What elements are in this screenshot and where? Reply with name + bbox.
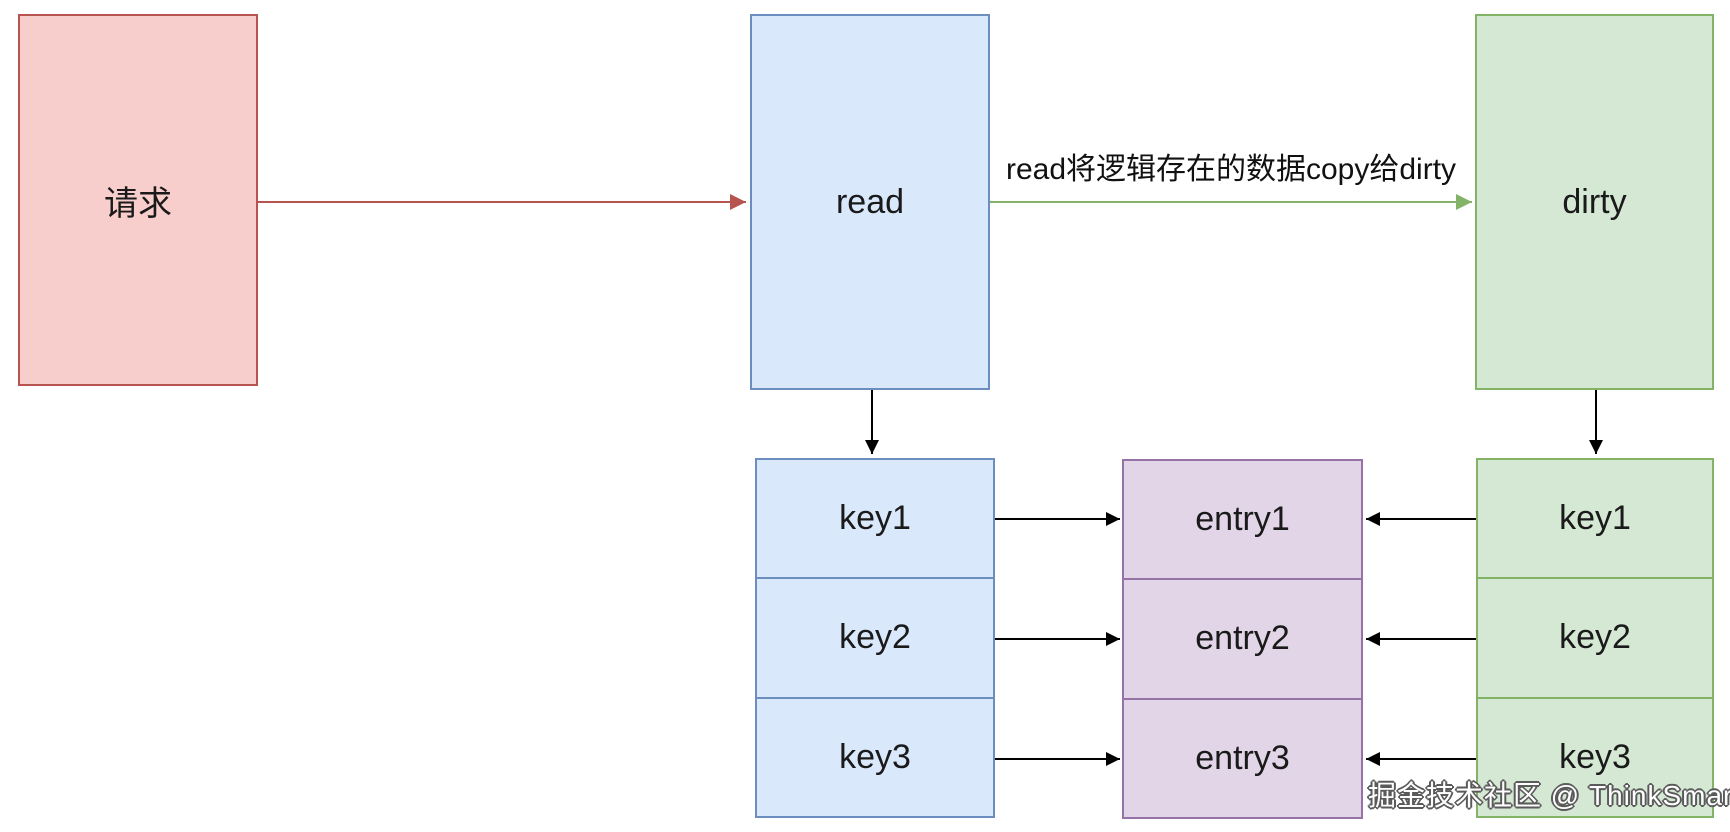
entry-cell-1: entry1 [1195, 500, 1290, 539]
read-key-cell-3: key3 [757, 696, 993, 816]
entries-list: entry1 entry2 entry3 [1122, 459, 1363, 819]
request-node-label: 请求 [104, 184, 172, 223]
read-node: read [750, 14, 990, 390]
entry-cell-2: entry2 [1124, 578, 1361, 697]
request-node: 请求 [18, 14, 258, 386]
read-keys-list: key1 key2 key3 [755, 458, 995, 818]
dirty-node: dirty [1475, 14, 1714, 390]
dirty-key-cell-3: key3 [1478, 696, 1712, 816]
dirty-key-cell-2: key2 [1478, 577, 1712, 696]
read-to-dirty-edge-label: read将逻辑存在的数据copy给dirty [1005, 153, 1457, 186]
read-key-cell-1: key1 [839, 499, 911, 538]
entry-cell-3: entry3 [1124, 697, 1361, 817]
read-key-cell-2: key2 [757, 577, 993, 696]
dirty-node-label: dirty [1562, 182, 1627, 221]
dirty-key-cell-1: key1 [1559, 499, 1631, 538]
watermark: 掘金技术社区 @ ThinkSmart [1368, 780, 1730, 811]
dirty-keys-list: key1 key2 key3 [1476, 458, 1714, 818]
read-node-label: read [835, 182, 905, 221]
